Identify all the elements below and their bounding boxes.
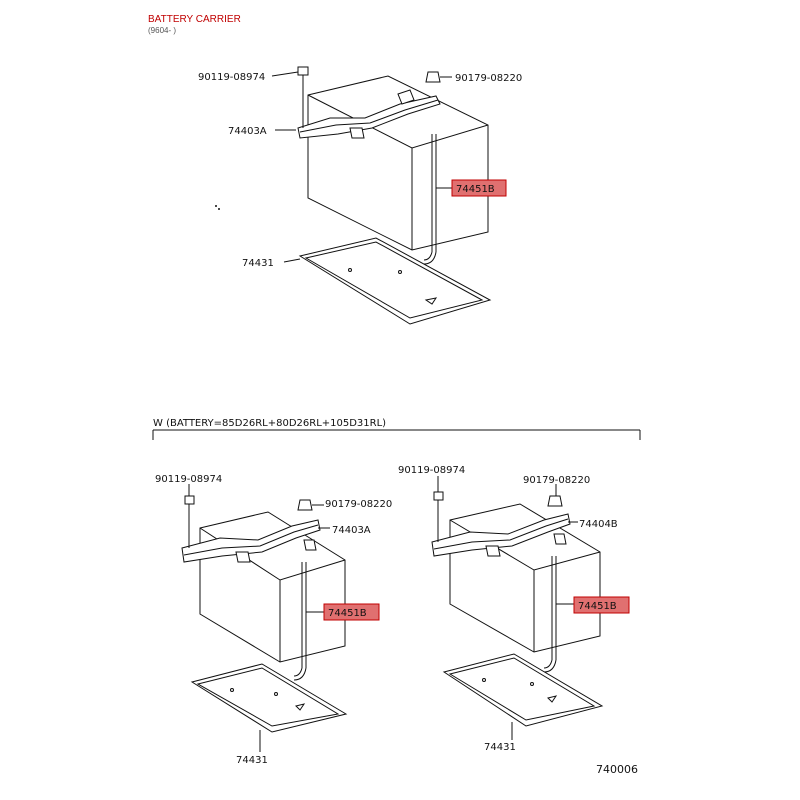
- label-nut-right: 90179-08220: [523, 475, 590, 486]
- bolt-right: [433, 491, 444, 542]
- top-assembly: 90119-08974 90179-08220 74403A 74451B 74…: [198, 66, 522, 325]
- right-variant: 90119-08974 90179-08220 74404B 74451B 74…: [398, 465, 630, 753]
- label-tray-top: 74431: [242, 258, 274, 269]
- label-clamp-top: 74403A: [228, 126, 267, 137]
- nut-right: [547, 495, 563, 507]
- label-clamp-left: 74403A: [332, 525, 371, 536]
- label-bolt-right: 90119-08974: [398, 465, 465, 476]
- bolt-top: [297, 66, 309, 128]
- label-tray-right: 74431: [484, 742, 516, 753]
- tray-right: [442, 653, 604, 727]
- label-rod-left[interactable]: 74451B: [328, 608, 367, 619]
- rod-top: [423, 134, 437, 265]
- nut-top: [425, 71, 441, 83]
- clamp-bracket-right: [431, 513, 571, 557]
- figure-number: 740006: [596, 763, 638, 776]
- label-clamp-right: 74404B: [579, 519, 618, 530]
- nut-left: [297, 499, 313, 511]
- highlight-rod-left: [323, 603, 380, 621]
- label-nut-top: 90179-08220: [455, 73, 522, 84]
- variant-bracket: [152, 429, 641, 440]
- label-bolt-left: 90119-08974: [155, 474, 222, 485]
- battery-top: [307, 75, 489, 251]
- label-tray-left: 74431: [236, 755, 268, 766]
- left-variant: 90119-08974 90179-08220 74403A 74451B 74…: [155, 474, 392, 766]
- clamp-bracket-top: [297, 89, 441, 139]
- highlight-rod-right: [573, 596, 630, 614]
- variant-condition: W (BATTERY=85D26RL+80D26RL+105D31RL): [153, 418, 386, 429]
- highlight-rod-top: [451, 179, 507, 197]
- rod-right: [543, 556, 557, 673]
- tray-left: [190, 663, 348, 733]
- bolt-left: [184, 495, 195, 548]
- clamp-bracket-left: [181, 519, 321, 563]
- rod-left: [293, 562, 307, 681]
- label-rod-top[interactable]: 74451B: [456, 184, 495, 195]
- battery-right: [449, 503, 601, 653]
- label-rod-right[interactable]: 74451B: [578, 601, 617, 612]
- page-subtitle: (9604- ): [148, 26, 177, 35]
- label-nut-left: 90179-08220: [325, 499, 392, 510]
- tray-top: [298, 237, 492, 325]
- page-title: BATTERY CARRIER: [148, 14, 241, 25]
- label-bolt-top: 90119-08974: [198, 72, 265, 83]
